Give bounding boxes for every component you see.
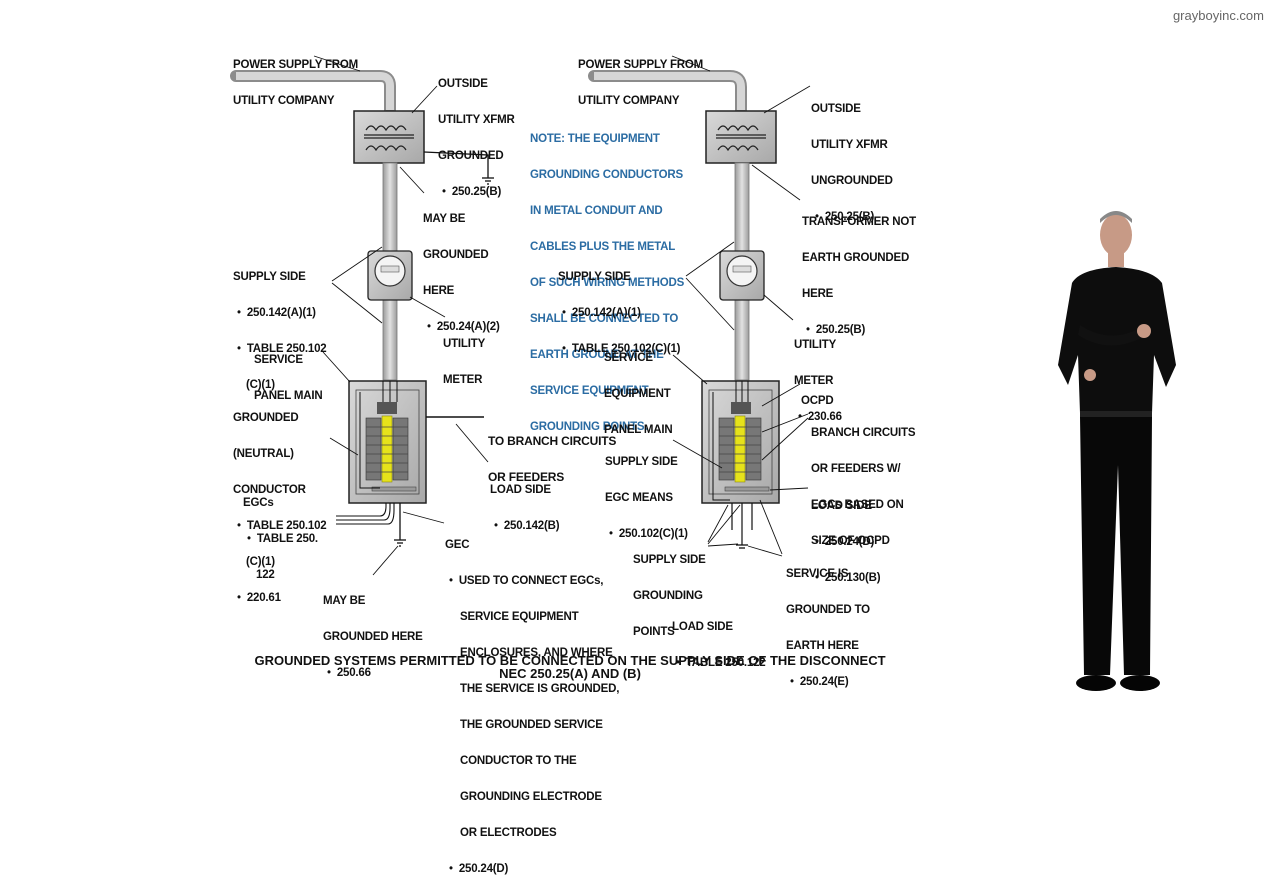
right-ground-icon xyxy=(736,544,748,549)
right-service-is-grounded-label: SERVICE IS GROUNDED TO EARTH HERE 250.24… xyxy=(786,544,870,700)
right-utility-meter-label: UTILITY METER 230.66 xyxy=(794,315,842,435)
right-load-side-label: LOAD SIDE 250.24(D) 250.130(B) xyxy=(811,476,881,596)
equipment-grounding-note: NOTE: THE EQUIPMENT GROUNDING CONDUCTORS… xyxy=(530,133,685,433)
right-transformer-not-label: TRANSFORMER NOT EARTH GROUNDED HERE 250.… xyxy=(802,192,916,348)
right-leaders xyxy=(671,55,811,557)
right-ocpd-label: OCPD xyxy=(801,395,834,407)
right-service-equipment-label: SERVICE EQUIPMENT PANEL MAIN xyxy=(604,352,673,436)
left-system xyxy=(230,55,494,576)
left-utility-meter-label: UTILITY METER xyxy=(443,338,486,386)
left-service-panel-label: SERVICE PANEL MAIN xyxy=(254,354,323,402)
right-supply-side-egc-label: SUPPLY SIDE EGC MEANS 250.102(C)(1) xyxy=(605,432,688,552)
right-load-side-bottom-label: LOAD SIDE TABLE 250.122 xyxy=(672,597,766,681)
right-supply-side-label: SUPPLY SIDE 250.142(A)(1) TABLE 250.102(… xyxy=(558,247,680,367)
left-power-supply-label: POWER SUPPLY FROM UTILITY COMPANY xyxy=(233,59,359,107)
left-may-be-grounded-here-label: MAY BE GROUNDED HERE 250.66 xyxy=(323,571,423,691)
left-conduit-lower xyxy=(382,299,398,381)
left-conduit-upper xyxy=(382,162,398,252)
right-transformer xyxy=(705,110,777,164)
presenter-figure xyxy=(1058,211,1176,691)
right-conduit-upper xyxy=(734,162,750,252)
right-breaker-grid xyxy=(718,415,762,483)
left-gec-label: GEC USED TO CONNECT EGCs, SERVICE EQUIPM… xyxy=(445,515,619,887)
left-grounded-conductor-label: GROUNDED (NEUTRAL) CONDUCTOR TABLE 250.1… xyxy=(233,388,327,616)
watermark[interactable]: grayboyinc.com xyxy=(1172,8,1264,23)
left-to-branch-label: TO BRANCH CIRCUITS OR FEEDERS xyxy=(488,434,617,484)
left-gec-ground-icon xyxy=(394,539,406,547)
left-egcs-label: EGCs TABLE 250. 122 xyxy=(243,473,318,593)
right-transformer-coil-icon xyxy=(716,125,766,152)
left-transformer-coil-icon xyxy=(364,125,414,152)
right-outside-xfmr-label: OUTSIDE UTILITY XFMR UNGROUNDED 250.25(B… xyxy=(811,79,893,235)
right-system xyxy=(588,55,811,557)
left-breaker-grid xyxy=(365,415,409,483)
left-transformer xyxy=(353,110,425,164)
left-leaders xyxy=(313,55,489,576)
left-supply-side-label: SUPPLY SIDE 250.142(A)(1) TABLE 250.102 … xyxy=(233,247,327,403)
left-outside-xfmr-label: OUTSIDE UTILITY XFMR GROUNDED 250.25(B) xyxy=(438,54,515,210)
right-power-supply-label: POWER SUPPLY FROM UTILITY COMPANY xyxy=(578,59,704,107)
right-supply-side-grounding-label: SUPPLY SIDE GROUNDING POINTS xyxy=(633,554,706,638)
left-xfmr-ground-icon xyxy=(482,177,494,185)
right-conduit-lower xyxy=(734,299,750,381)
left-may-be-grounded-label: MAY BE GROUNDED HERE 250.24(A)(2) xyxy=(423,189,500,345)
left-load-side-label: LOAD SIDE 250.142(B) xyxy=(490,460,560,544)
grounding-diagram xyxy=(230,55,811,576)
diagram-title: GROUNDED SYSTEMS PERMITTED TO BE CONNECT… xyxy=(254,653,886,681)
